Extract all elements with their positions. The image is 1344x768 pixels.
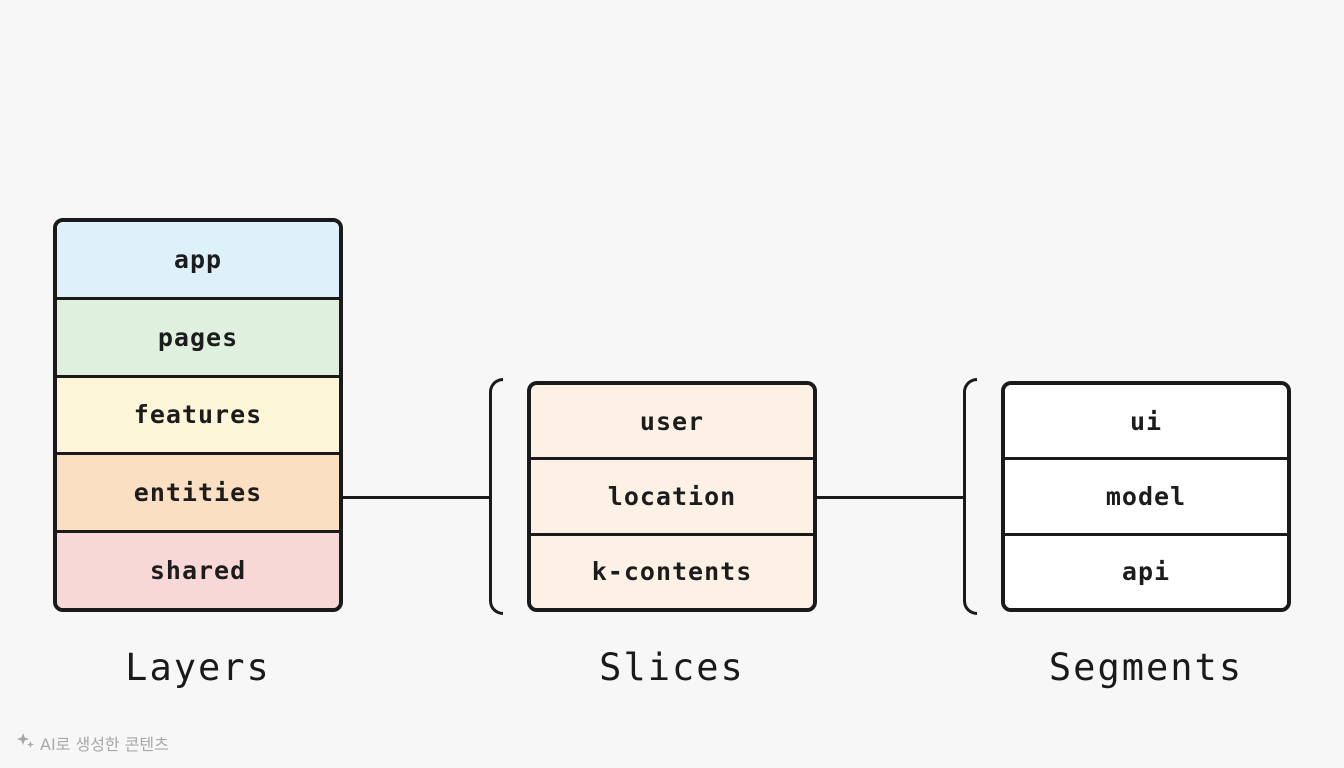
layer-shared: shared [57,530,339,608]
segments-caption: Segments [1048,646,1244,689]
slices-caption: Slices [599,646,745,689]
layer-pages: pages [57,296,339,375]
layers-to-slices-connector [343,496,490,499]
watermark-text: AI로 생성한 콘텐츠 [40,735,169,754]
slices-bracket [489,378,503,615]
sparkle-icon [16,731,36,755]
segments-bracket [963,378,977,615]
layers-caption: Layers [125,646,271,689]
segment-model: model [1005,457,1287,533]
slice-user: user [531,385,813,458]
layer-features: features [57,374,339,453]
layer-app: app [57,222,339,297]
layer-entities: entities [57,452,339,531]
segments-stack: ui model api [1001,381,1291,612]
slice-k-contents: k-contents [531,532,813,608]
slices-stack: user location k-contents [527,381,817,612]
ai-watermark: AI로 생성한 콘텐츠 [16,731,169,755]
segment-ui: ui [1005,385,1287,458]
slices-to-segments-connector [817,496,964,499]
slice-location: location [531,457,813,533]
segment-api: api [1005,532,1287,608]
layers-stack: app pages features entities shared [53,218,343,612]
